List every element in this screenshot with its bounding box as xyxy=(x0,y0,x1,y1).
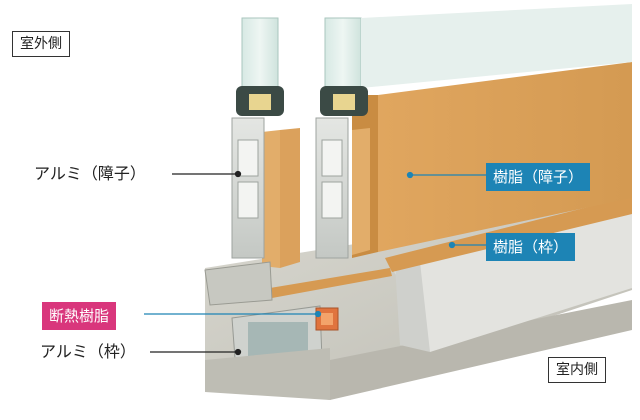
aluminum-sash-part xyxy=(231,117,349,259)
glass-panes xyxy=(241,4,632,89)
leader-dot-alu-sash xyxy=(234,170,242,178)
leader-dot-alu-frame xyxy=(234,348,242,356)
resin-frame-label: 樹脂（枠） xyxy=(486,233,576,261)
thermal-break-label: 断熱樹脂 xyxy=(42,302,117,330)
resin-sash-part xyxy=(262,62,632,268)
aluminum-frame-part xyxy=(204,261,330,400)
leader-dot-thermal-break xyxy=(314,310,322,318)
leader-dot-resin-frame xyxy=(448,241,456,249)
aluminum-frame-label: アルミ（枠） xyxy=(40,342,136,361)
glazing-bead xyxy=(236,86,368,116)
aluminum-sash-label: アルミ（障子） xyxy=(34,164,146,183)
leader-lines-colored xyxy=(144,171,486,318)
leader-lines xyxy=(150,170,242,356)
indoor-side-label: 室内側 xyxy=(548,357,606,383)
leader-dot-resin-sash xyxy=(406,171,414,179)
outdoor-side-label: 室外側 xyxy=(12,31,70,57)
thermal-break-part xyxy=(315,307,339,331)
resin-sash-label: 樹脂（障子） xyxy=(486,163,591,191)
